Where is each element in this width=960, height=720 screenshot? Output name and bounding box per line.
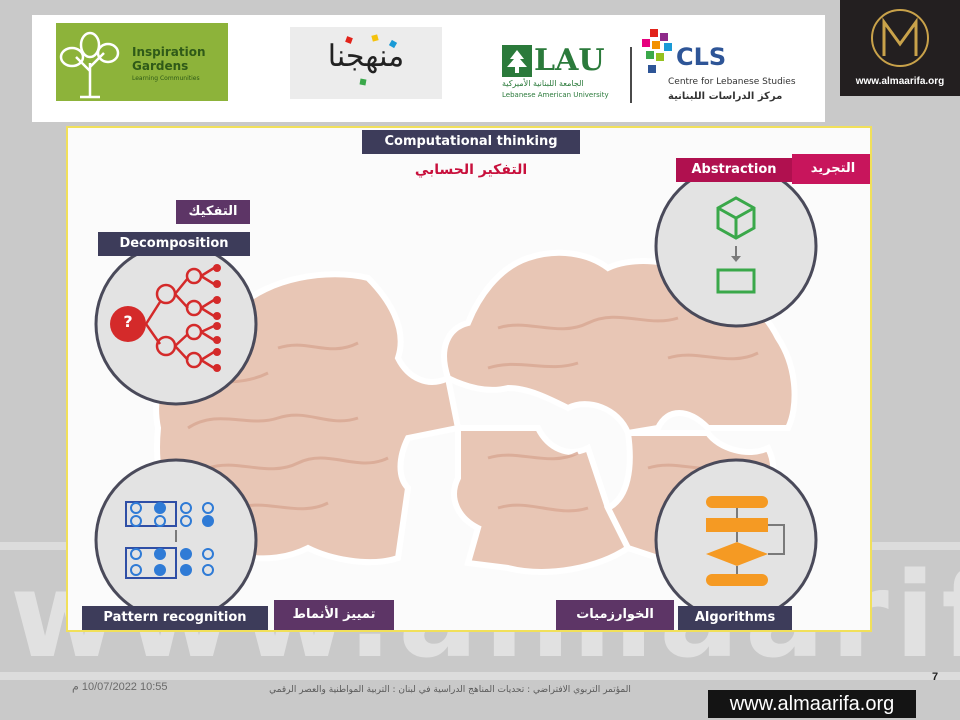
decomposition-circle bbox=[94, 242, 258, 406]
lau-name: LAU bbox=[534, 43, 605, 78]
footer-date: 10:55 10/07/2022 م bbox=[72, 681, 168, 693]
cls-english: Centre for Lebanese Studies bbox=[668, 77, 796, 87]
monogram-m-icon bbox=[871, 9, 929, 67]
decomposition-label: Decomposition bbox=[98, 232, 250, 256]
page-number: 7 bbox=[932, 671, 939, 683]
decomposition-arabic-label: التفكيك bbox=[176, 200, 250, 224]
algorithms-circle bbox=[654, 458, 818, 622]
color-dots-icon bbox=[345, 34, 398, 86]
inspiration-name: Inspiration Gardens bbox=[132, 45, 206, 73]
cls-name: CLS bbox=[676, 43, 727, 71]
cedar-icon bbox=[502, 45, 532, 77]
inspiration-gardens-logo: Inspiration Gardens Learning Communities bbox=[56, 23, 228, 101]
inspiration-sub: Learning Communities bbox=[132, 75, 200, 82]
footer-site-link[interactable]: www.almaarifa.org bbox=[708, 690, 916, 718]
footer-conference-text: المؤتمر التربوي الافتراضي : تحديات المنا… bbox=[269, 685, 631, 695]
almaarifa-brand-logo: www.almaarifa.org bbox=[840, 0, 960, 96]
abstraction-circle bbox=[654, 164, 818, 328]
question-mark-icon: ? bbox=[123, 312, 133, 331]
abstraction-label: Abstraction bbox=[676, 158, 792, 182]
figure-graphics bbox=[94, 164, 818, 622]
lau-logo: LAU الجامعة اللبنانية الأميركية Lebanese… bbox=[502, 43, 622, 101]
cls-logo: CLS Centre for Lebanese Studies مركز الد… bbox=[640, 25, 810, 111]
watermark-bar-bottom bbox=[0, 672, 960, 680]
manhajuna-logo: منهجنا bbox=[290, 27, 442, 99]
logo-divider bbox=[630, 47, 632, 103]
cls-arabic: مركز الدراسات اللبنانية bbox=[668, 91, 783, 102]
lau-arabic: الجامعة اللبنانية الأميركية bbox=[502, 79, 584, 88]
manhajuna-text: منهجنا bbox=[327, 39, 405, 74]
pattern-recognition-arabic-label: تمييز الأنماط bbox=[274, 600, 394, 630]
tree-icon bbox=[59, 31, 120, 99]
computational-thinking-figure: Computational thinking التفكير الحسابي ا… bbox=[66, 126, 872, 632]
lau-english: Lebanese American University bbox=[502, 91, 609, 99]
brand-site-text: www.almaarifa.org bbox=[855, 76, 945, 87]
algorithms-label: Algorithms bbox=[678, 606, 792, 630]
logos-header: Inspiration Gardens Learning Communities… bbox=[32, 15, 825, 122]
pattern-recognition-label: Pattern recognition bbox=[82, 606, 268, 630]
algorithms-arabic-label: الخوارزميات bbox=[556, 600, 674, 630]
abstraction-arabic-label: التجريد bbox=[792, 154, 870, 184]
color-squares-icon bbox=[642, 29, 672, 73]
pattern-recognition-circle bbox=[94, 458, 258, 622]
computational-thinking-arabic: التفكير الحسابي bbox=[414, 162, 528, 178]
computational-thinking-title: Computational thinking bbox=[362, 130, 580, 154]
